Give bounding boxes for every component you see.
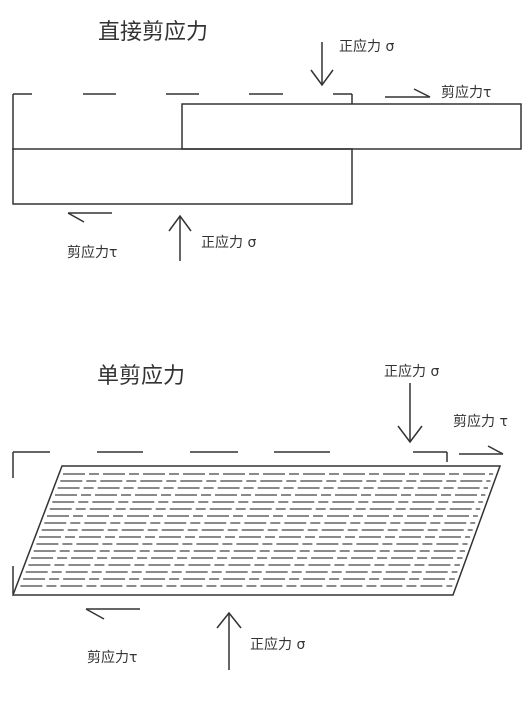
upper-block	[181, 103, 522, 150]
arrowhead	[310, 69, 334, 87]
single-shear-title: 单剪应力	[97, 364, 186, 389]
arrowhead	[67, 212, 85, 223]
arrowhead	[216, 611, 242, 629]
direct-shear-title: 直接剪应力	[98, 20, 209, 45]
sheared-element	[11, 465, 502, 596]
single-shear-diagram	[11, 383, 504, 670]
shear-hatching	[20, 473, 494, 587]
shear-stress-label-bottom: 剪应力τ	[67, 245, 118, 261]
arrowhead	[487, 445, 504, 455]
arrowhead	[397, 425, 423, 444]
direct-shear-diagram	[12, 42, 522, 261]
shear-stress-label-top: 剪应力τ	[441, 85, 492, 101]
shear-stress-label-bottom: 剪应力τ	[87, 650, 138, 666]
normal-stress-label-top: 正应力 σ	[384, 364, 440, 380]
normal-stress-label-top: 正应力 σ	[339, 39, 395, 55]
shear-stress-label-top: 剪应力 τ	[453, 414, 508, 430]
normal-stress-label-bottom: 正应力 σ	[201, 235, 257, 251]
arrowhead	[413, 88, 431, 98]
arrowhead	[85, 608, 105, 620]
normal-stress-label-bottom: 正应力 σ	[250, 637, 306, 653]
arrowhead	[168, 214, 192, 232]
lower-block	[12, 148, 353, 205]
